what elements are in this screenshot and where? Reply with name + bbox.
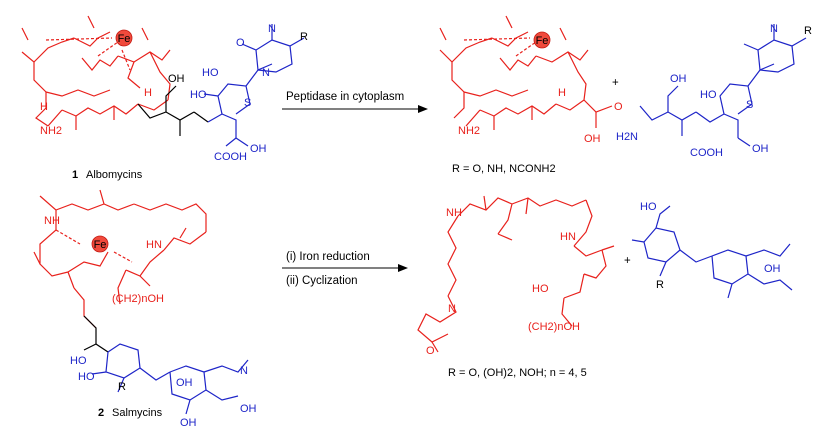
salmycin-iron-atom <box>91 235 109 253</box>
product1-h: H <box>558 87 566 99</box>
salmycin-r: R <box>118 381 126 393</box>
product1-o: O <box>614 101 623 113</box>
salmycin-oh3: OH <box>240 403 257 415</box>
product1-sulfur: S <box>746 99 753 111</box>
product2-chain: (CH2)nOH <box>528 321 580 333</box>
albomycin-ho2: HO <box>202 67 219 79</box>
product2-oh: OH <box>764 263 781 275</box>
salmycin-iron-label: Fe <box>94 239 107 251</box>
albomycin-h1: H <box>40 101 48 113</box>
product2-sugar <box>631 205 793 299</box>
reaction2-step2: (ii) Cyclization <box>286 275 358 287</box>
salmycin-oh2: OH <box>180 417 197 429</box>
product1-oh: OH <box>584 133 601 145</box>
product1-ser-oh: OH <box>670 73 687 85</box>
salmycin-oh: OH <box>176 377 193 389</box>
albomycin-sulfur: S <box>244 97 251 109</box>
product1-ho: HO <box>700 89 717 101</box>
salmycin-ester-linker <box>83 315 109 353</box>
salmycin-siderophore <box>33 189 207 329</box>
product1-r: R <box>804 25 812 37</box>
product2-nh: NH <box>446 207 462 219</box>
salmycin-sugar <box>91 343 249 415</box>
product2-ring-n: N <box>448 303 456 315</box>
reaction2-step1: (i) Iron reduction <box>286 251 370 263</box>
reaction1-label: Peptidase in cytoplasm <box>286 91 404 103</box>
product1-h2n: H2N <box>616 131 638 143</box>
albomycin-cooh: COOH <box>214 151 247 163</box>
product2-siderophore <box>417 195 615 353</box>
salmycin-hn: HN <box>146 239 162 251</box>
product1-nh2: NH2 <box>458 125 480 137</box>
albomycin-base-n: N <box>268 23 276 35</box>
product1-siderophore <box>439 15 613 130</box>
salmycin-ho: HO <box>70 355 87 367</box>
albomycin-base-n2: N <box>262 67 270 79</box>
albomycin-h2: H <box>144 87 152 99</box>
albomycin-ho: HO <box>190 89 207 101</box>
compound1-name: Albomycins <box>86 169 143 181</box>
product2-ho: HO <box>640 201 657 213</box>
salmycin-chain: (CH2)nOH <box>112 293 164 305</box>
albomycin-siderophore <box>21 15 171 130</box>
albomycin-nh2: NH2 <box>40 125 62 137</box>
albomycin-serine-linker <box>137 85 209 136</box>
product1-serine-fragment <box>639 24 807 147</box>
product2-hn: HN <box>560 231 576 243</box>
salmycin-ho2: HO <box>78 371 95 383</box>
product2-ho-n: HO <box>532 283 549 295</box>
compound1-number: 1 <box>72 169 78 181</box>
product1-plus: + <box>612 77 619 89</box>
albomycin-iron-atom <box>115 29 133 47</box>
albomycin-oh: OH <box>250 143 267 155</box>
product2-r: R <box>656 279 664 291</box>
product1-oh2: OH <box>752 143 769 155</box>
product2-r-definition: R = O, (OH)2, NOH; n = 4, 5 <box>448 367 587 379</box>
albomycin-iron-label: Fe <box>118 33 131 45</box>
albomycin-base-r: R <box>300 31 308 43</box>
reaction1-arrow <box>282 105 428 113</box>
albomycin-ser-oh: OH <box>168 73 185 85</box>
salmycin-n: N <box>240 365 248 377</box>
product1-cooh: COOH <box>690 147 723 159</box>
albomycin-antibiotic <box>203 24 305 147</box>
albomycin-base-o: O <box>236 37 245 49</box>
product1-r-definition: R = O, NH, NCONH2 <box>452 163 556 175</box>
product1-iron-label: Fe <box>536 35 549 47</box>
product2-plus: + <box>624 255 631 267</box>
compound2-number: 2 <box>98 407 104 419</box>
product1-n: N <box>770 23 778 35</box>
product2-ring-o: O <box>426 345 435 357</box>
salmycin-nh: NH <box>44 215 60 227</box>
reaction2-arrow <box>282 264 408 272</box>
compound2-name: Salmycins <box>112 407 163 419</box>
product1-iron-atom <box>533 31 551 49</box>
